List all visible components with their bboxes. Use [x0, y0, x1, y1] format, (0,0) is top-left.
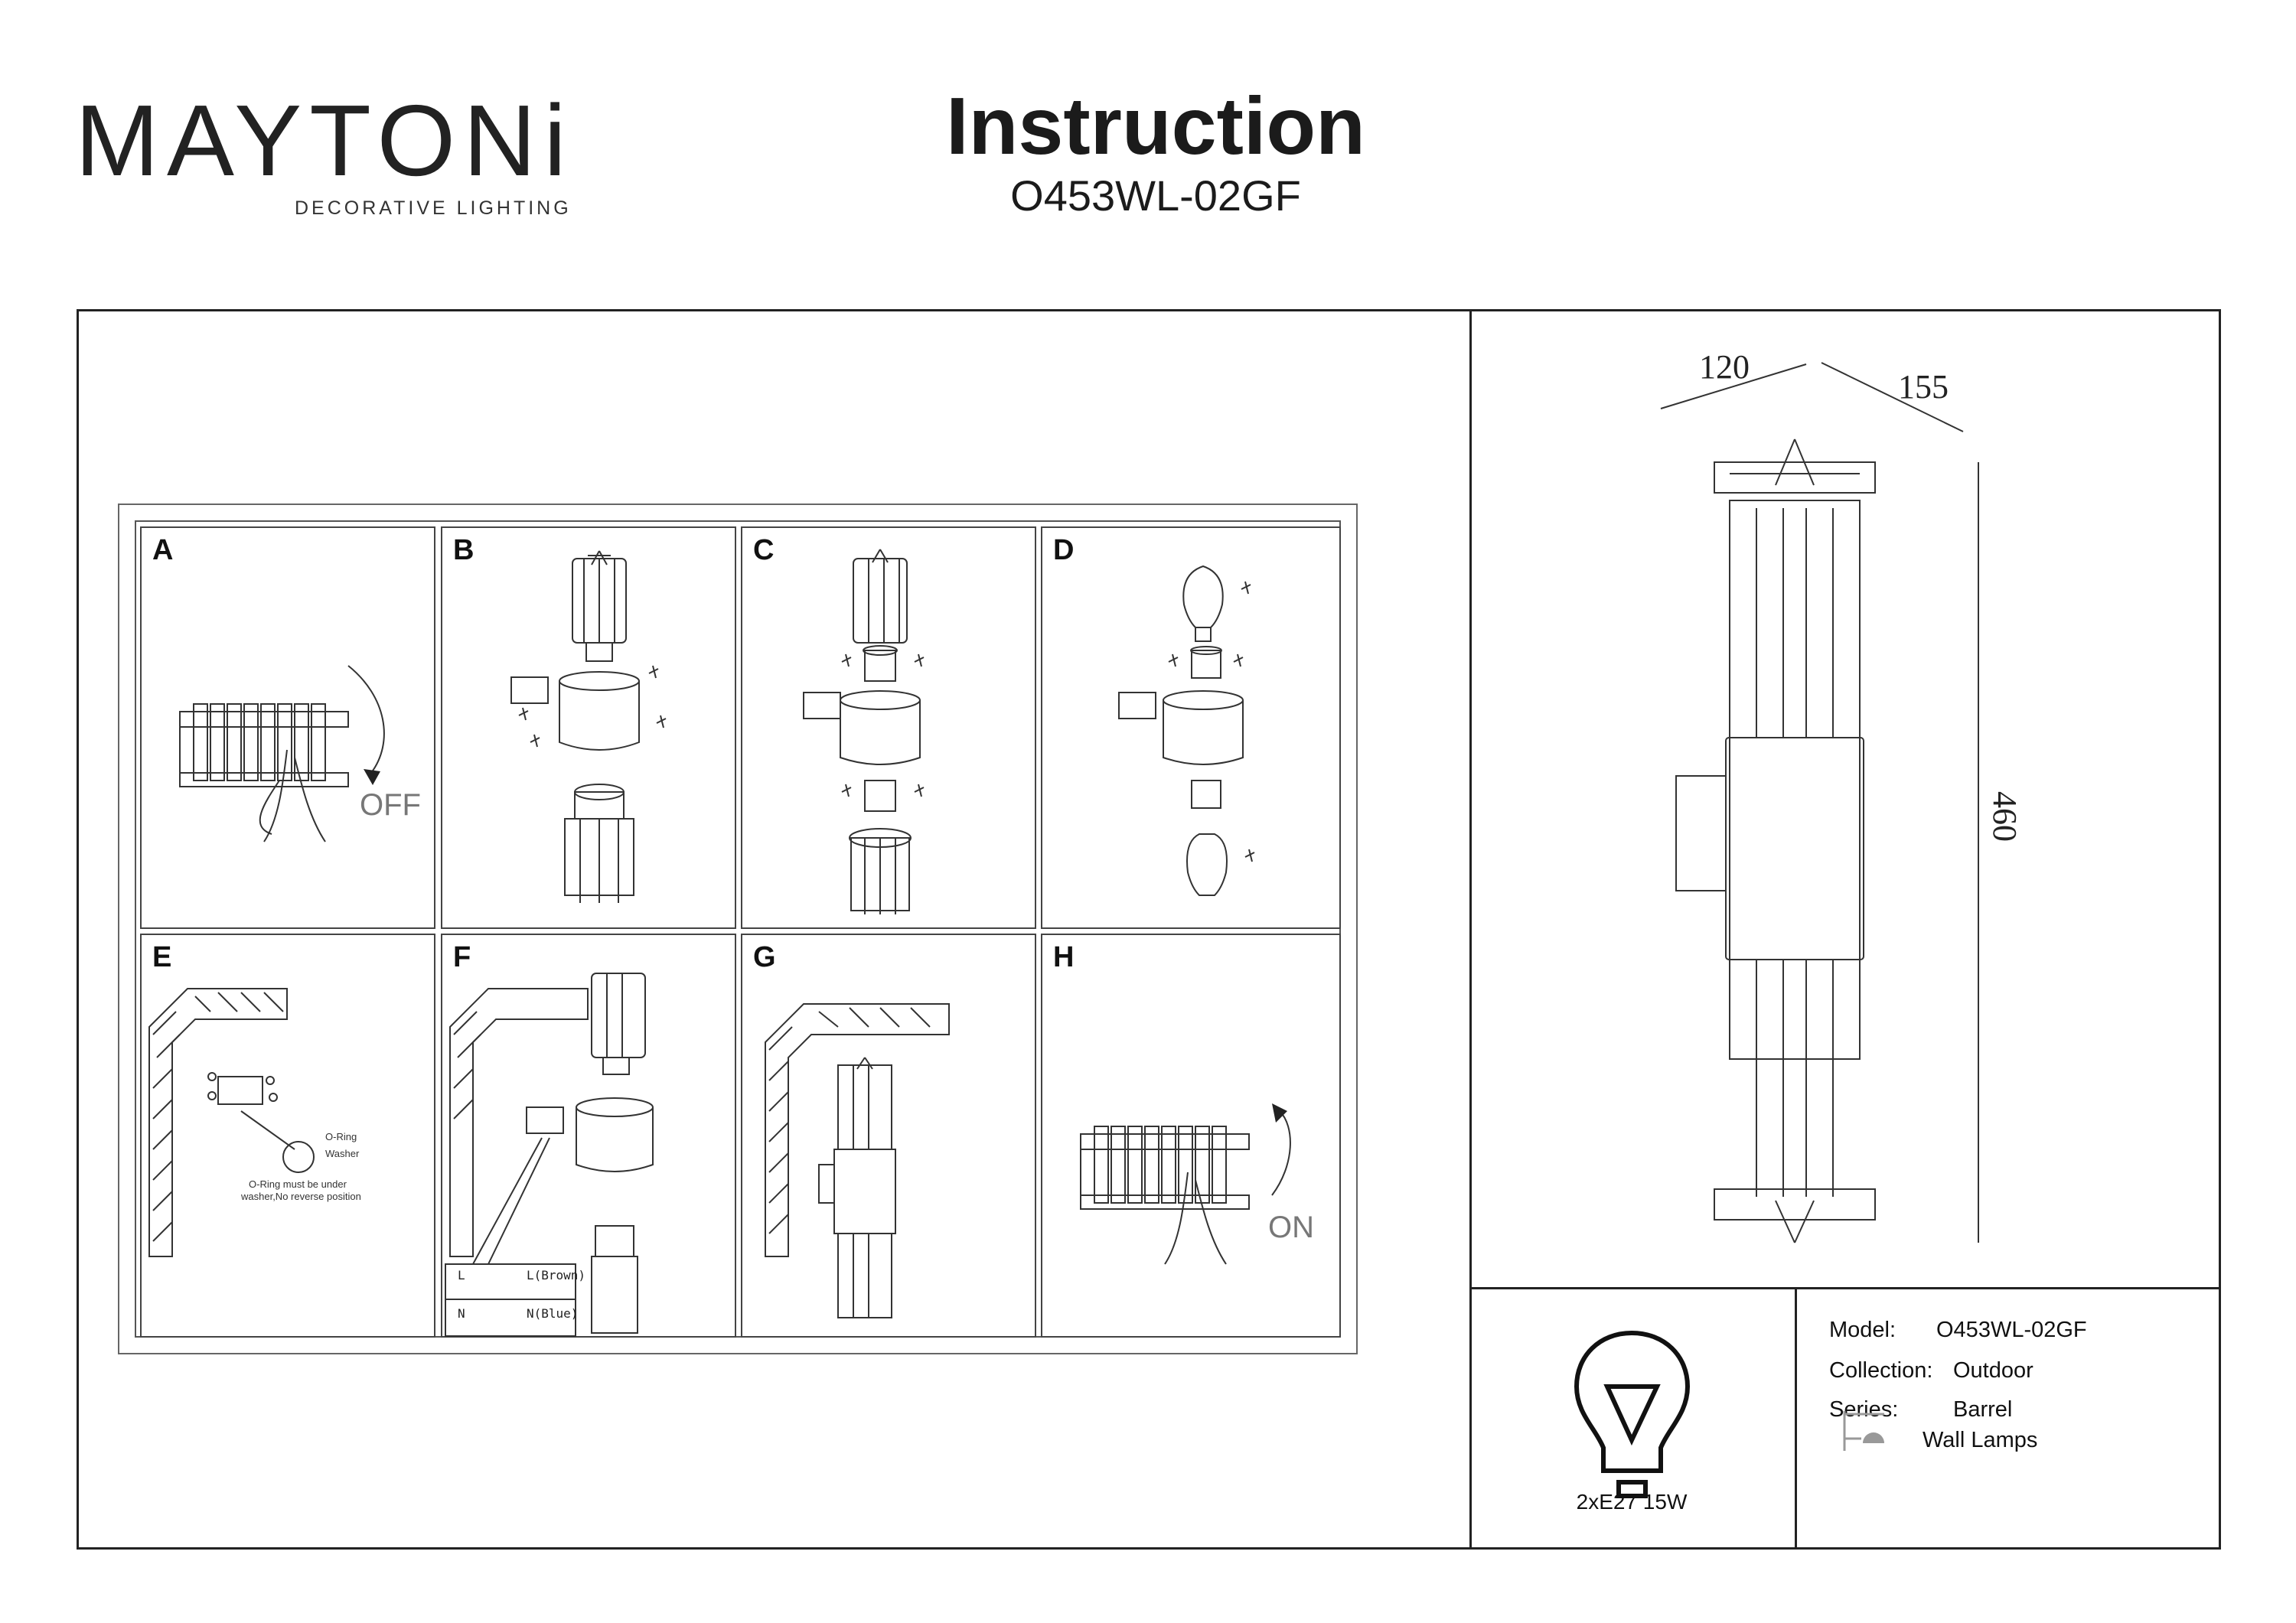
page-title: Instruction	[946, 81, 1365, 171]
oring-label: O-Ring	[325, 1131, 357, 1142]
dimension-depth: 120	[1699, 348, 1750, 386]
step-panel-g: G	[741, 934, 1036, 1338]
wall-mount-illustration: O-Ring Washer O-Ring must be under washe…	[148, 988, 361, 1257]
frame-divider-horizontal	[1469, 1287, 2221, 1289]
brand-name: MAYTONi	[75, 84, 574, 197]
step-label: A	[152, 534, 174, 566]
bulb-install-illustration	[1118, 565, 1255, 896]
dimension-height: 460	[1986, 791, 2024, 842]
washer-label: Washer	[325, 1148, 360, 1159]
oring-note-line2: washer,No reverse position	[240, 1191, 361, 1202]
spec-divider	[1795, 1287, 1797, 1550]
bulb-spec-box: 2xE27 15W	[1574, 1330, 1691, 1514]
step-panel-e: E O-Ring Washer O-Ring must be under was…	[140, 934, 435, 1338]
collection-value: Outdoor	[1953, 1358, 2033, 1383]
step-panel-h: H ON	[1041, 934, 1341, 1338]
wire-n-label: N	[458, 1306, 465, 1321]
series-value: Barrel	[1953, 1397, 2013, 1422]
socket-removal-illustration	[803, 549, 925, 914]
step-panel-d: D	[1041, 526, 1341, 929]
wall-lamp-icon	[1843, 1411, 1884, 1451]
step-panel-c: C	[741, 526, 1036, 929]
model-label: Model:	[1829, 1318, 1896, 1342]
dimension-width: 155	[1898, 368, 1949, 406]
wire-n-color: N(Blue)	[527, 1306, 578, 1321]
lamp-type: Wall Lamps	[1923, 1428, 2038, 1452]
model-code: O453WL-02GF	[1010, 171, 1301, 220]
wire-l-label: L	[458, 1268, 465, 1282]
step-label: E	[152, 941, 172, 973]
collection-label: Collection:	[1829, 1358, 1933, 1383]
frame-divider-vertical	[1469, 309, 1472, 1550]
disassembly-illustration	[510, 550, 667, 903]
step-panel-f: F L L(Brown) N N(Blue)	[441, 934, 736, 1338]
brand-logo: MAYTONi	[75, 90, 574, 191]
steps-grid	[118, 504, 1358, 1354]
breaker-off-illustration: OFF	[179, 665, 421, 842]
instruction-frame	[77, 309, 2221, 1550]
breaker-on-illustration: ON	[1080, 1103, 1314, 1265]
mounted-lamp-illustration	[765, 1003, 950, 1318]
step-label: D	[1053, 534, 1075, 566]
step-label: G	[753, 941, 776, 973]
step-label: B	[453, 534, 475, 566]
wiring-illustration: L L(Brown) N N(Blue)	[445, 973, 654, 1337]
series-label: Series:	[1829, 1397, 1899, 1422]
brand-tagline: DECORATIVE LIGHTING	[295, 197, 572, 219]
bulb-icon	[1574, 1330, 1691, 1498]
step-panel-a: A OFF	[140, 526, 435, 929]
step-label: C	[753, 534, 775, 566]
switch-off-label: OFF	[360, 788, 421, 822]
model-value: O453WL-02GF	[1936, 1318, 2087, 1342]
bulb-spec: 2xE27 15W	[1577, 1490, 1688, 1514]
switch-on-label: ON	[1268, 1211, 1314, 1244]
dimension-drawing: 120 155 460	[1660, 348, 2024, 1243]
oring-note-line1: O-Ring must be under	[249, 1178, 347, 1190]
wire-l-color: L(Brown)	[527, 1268, 585, 1282]
step-label: H	[1053, 941, 1075, 973]
step-label: F	[453, 941, 471, 973]
steps-grid-inner	[135, 520, 1341, 1338]
step-panel-b: B	[441, 526, 736, 929]
